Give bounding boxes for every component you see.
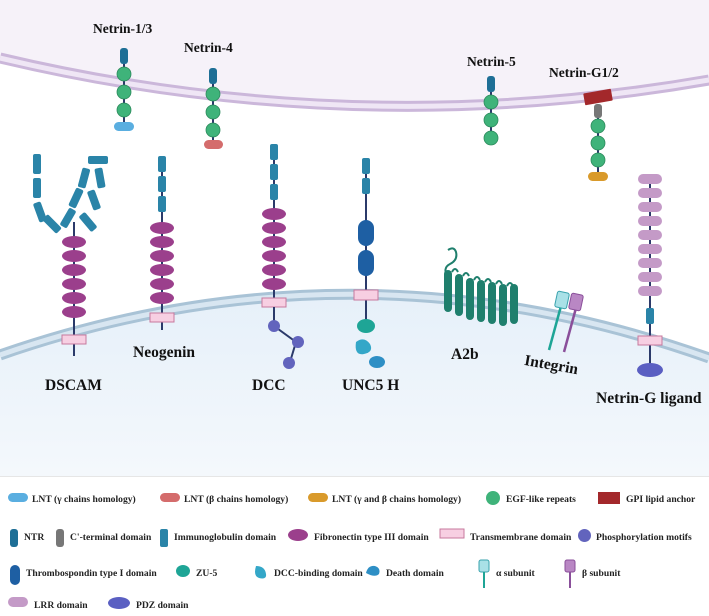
- neogenin-receptor: [149, 156, 175, 330]
- netrin-5-ligand: [483, 76, 499, 146]
- netrin-4-ligand: [204, 68, 223, 149]
- label-dscam: DSCAM: [45, 377, 102, 394]
- netrin-receptor-diagram: [0, 0, 709, 476]
- label-netrin-4: Netrin-4: [184, 40, 233, 55]
- dcc-receptor: [261, 144, 304, 369]
- unc5h-receptor: [353, 158, 385, 368]
- pdz-icon: [108, 597, 130, 609]
- label-neogenin: Neogenin: [133, 344, 195, 361]
- label-unc5h: UNC5 H: [342, 377, 400, 394]
- zu5-icon: [176, 565, 190, 577]
- label-netrin-1-3: Netrin-1/3: [93, 21, 153, 36]
- phosphorylation-icon: [578, 529, 591, 542]
- fibronectin-icon: [288, 529, 308, 541]
- lnt-gamma-icon: [8, 493, 28, 502]
- gpi-anchor-icon: [598, 492, 620, 504]
- dscam-receptor: [33, 154, 108, 356]
- label-netrin-5: Netrin-5: [467, 54, 516, 69]
- c-terminal-icon: [56, 529, 64, 547]
- death-domain-icon: [366, 565, 380, 576]
- legend: LNT (γ chains homology) LNT (β chains ho…: [0, 476, 709, 616]
- label-netrin-g1-2: Netrin-G1/2: [549, 65, 619, 80]
- dcc-binding-icon: [255, 566, 267, 579]
- thrombospondin-icon: [10, 565, 20, 585]
- label-a2b: A2b: [451, 346, 479, 363]
- integrin-receptor: [547, 290, 584, 353]
- netrin-1-3-ligand: [114, 48, 134, 131]
- netrin-g1-2-ligand: [583, 88, 613, 181]
- beta-subunit-icon: [564, 559, 576, 588]
- egf-icon: [486, 491, 500, 505]
- lnt-gamma-beta-icon: [308, 493, 328, 502]
- ntr-icon: [10, 529, 18, 547]
- immunoglobulin-icon: [160, 529, 168, 547]
- label-netrin-g-ligand: Netrin-G ligand: [596, 390, 702, 407]
- label-dcc: DCC: [252, 377, 286, 394]
- alpha-subunit-icon: [478, 559, 490, 588]
- a2b-receptor: [444, 247, 518, 326]
- lnt-beta-icon: [160, 493, 180, 502]
- netrin-g-ligand-receptor: [637, 174, 663, 377]
- transmembrane-icon: [439, 528, 465, 539]
- lrr-icon: [8, 597, 28, 607]
